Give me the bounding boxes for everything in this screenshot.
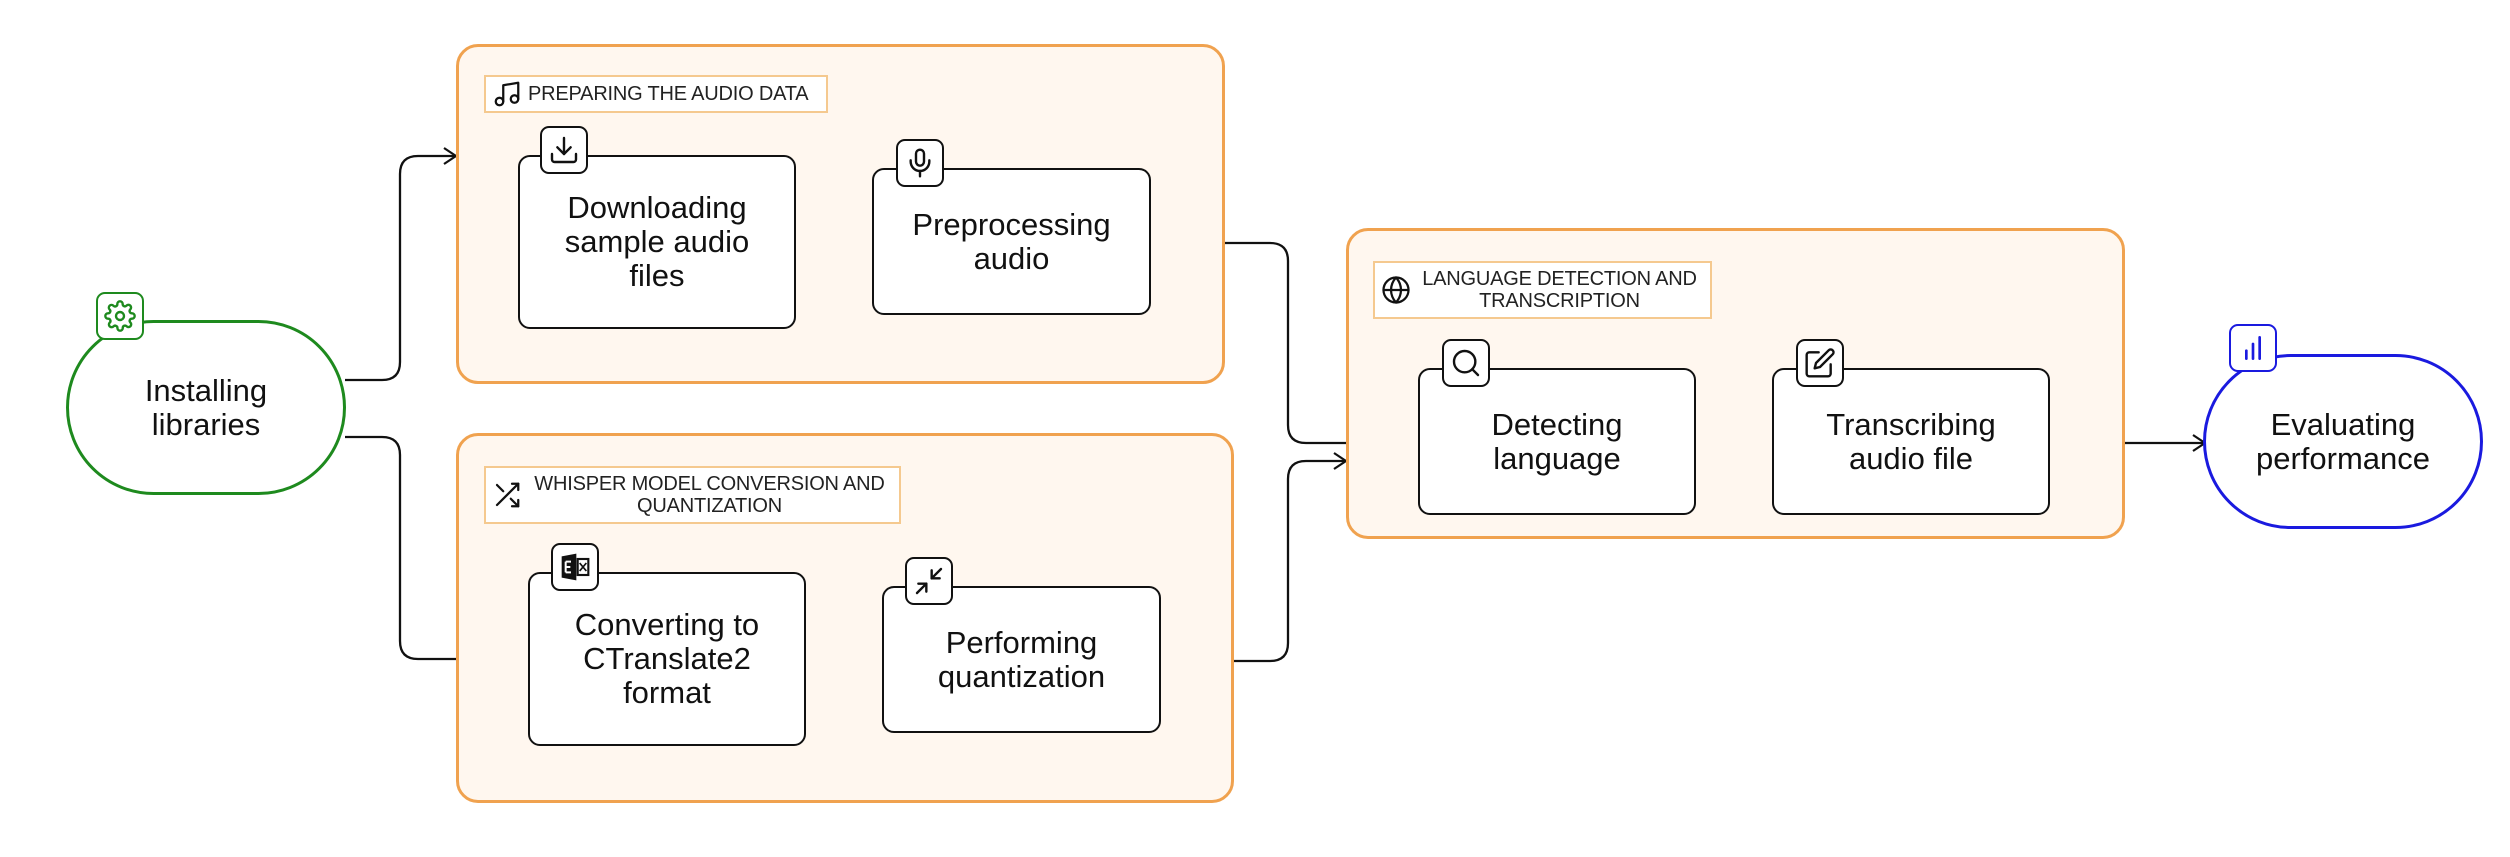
node-converting-ctranslate2: Converting to CTranslate2 format bbox=[528, 572, 806, 746]
search-icon-badge bbox=[1442, 339, 1490, 387]
node-label: Transcribing audio file bbox=[1826, 406, 1996, 476]
node-preprocessing-audio: Preprocessing audio bbox=[872, 168, 1151, 315]
music-note-icon bbox=[494, 81, 520, 107]
group-title: LANGUAGE DETECTION AND TRANSCRIPTION bbox=[1422, 268, 1697, 312]
group-title: WHISPER MODEL CONVERSION AND QUANTIZATIO… bbox=[534, 473, 885, 517]
download-icon bbox=[550, 136, 578, 164]
gear-icon-badge bbox=[96, 292, 144, 340]
gear-icon bbox=[104, 300, 136, 332]
exchange-logo-icon bbox=[561, 553, 590, 581]
node-label: Performing quantization bbox=[937, 624, 1106, 694]
node-label: Converting to CTranslate2 format bbox=[574, 607, 760, 710]
node-downloading-audio: Downloading sample audio files bbox=[518, 155, 796, 329]
bar-chart-icon bbox=[2245, 336, 2261, 360]
edit-icon-badge bbox=[1796, 339, 1844, 387]
edge-install-to-convert bbox=[345, 435, 530, 659]
bar-chart-icon-badge bbox=[2229, 324, 2277, 372]
node-label: Detecting language bbox=[1491, 406, 1623, 476]
minimize-icon bbox=[915, 567, 943, 595]
edit-icon bbox=[1805, 348, 1835, 378]
edge-quantize-to-language bbox=[1161, 461, 1346, 663]
edge-preprocess-to-detect bbox=[1151, 241, 1420, 443]
node-detecting-language: Detecting language bbox=[1418, 368, 1696, 515]
search-icon bbox=[1452, 349, 1480, 377]
group-title: PREPARING THE AUDIO DATA bbox=[528, 83, 809, 105]
exchange-logo-icon-badge bbox=[551, 543, 599, 591]
node-installing-libraries: Installing libraries bbox=[66, 320, 346, 495]
globe-icon bbox=[1382, 276, 1410, 304]
node-label: Evaluating performance bbox=[2255, 406, 2431, 476]
download-icon-badge bbox=[540, 126, 588, 174]
microphone-icon-badge bbox=[896, 139, 944, 187]
shuffle-icon bbox=[495, 482, 520, 508]
edge-install-to-audio bbox=[345, 156, 456, 382]
microphone-icon bbox=[909, 148, 931, 178]
group-label-whisper: WHISPER MODEL CONVERSION AND QUANTIZATIO… bbox=[484, 466, 901, 524]
node-label: Preprocessing audio bbox=[912, 206, 1111, 276]
node-evaluating-performance: Evaluating performance bbox=[2203, 354, 2483, 529]
group-label-audio: PREPARING THE AUDIO DATA bbox=[484, 75, 828, 113]
node-transcribing-audio: Transcribing audio file bbox=[1772, 368, 2050, 515]
group-label-language: LANGUAGE DETECTION AND TRANSCRIPTION bbox=[1373, 261, 1712, 319]
node-performing-quantization: Performing quantization bbox=[882, 586, 1161, 733]
node-label: Installing libraries bbox=[144, 372, 268, 442]
minimize-icon-badge bbox=[905, 557, 953, 605]
node-label: Downloading sample audio files bbox=[564, 190, 750, 293]
